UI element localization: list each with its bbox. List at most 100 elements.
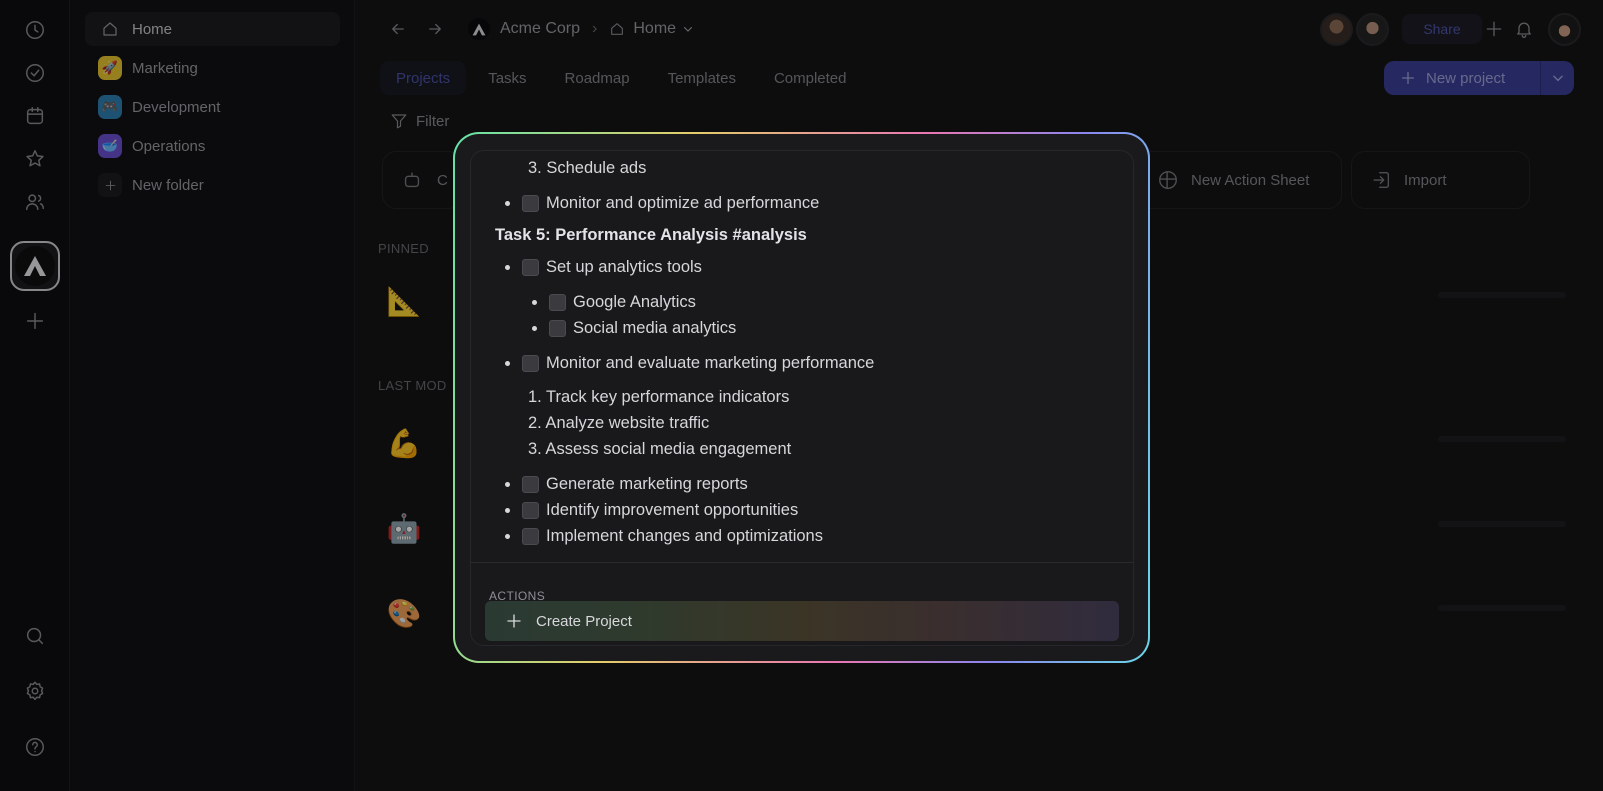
- placeholder-bar: [1438, 521, 1566, 527]
- list-item: Monitor and optimize ad performance: [505, 194, 819, 213]
- plus-icon: [98, 173, 122, 197]
- checkbox[interactable]: [549, 320, 566, 337]
- filter-icon: [391, 114, 407, 129]
- home-icon: [609, 21, 625, 37]
- avatar[interactable]: [1356, 13, 1389, 46]
- card-label: C: [437, 171, 448, 189]
- bell-icon[interactable]: [1512, 17, 1536, 41]
- list-item: Implement changes and optimizations: [505, 527, 823, 546]
- command-modal: 3. Schedule ads Monitor and optimize ad …: [453, 132, 1150, 663]
- plus-icon[interactable]: [1482, 17, 1506, 41]
- list-item: Social media analytics: [532, 319, 736, 338]
- checkbox[interactable]: [549, 294, 566, 311]
- list-item: 3. Schedule ads: [528, 159, 647, 177]
- modal-panel: 3. Schedule ads Monitor and optimize ad …: [470, 150, 1134, 646]
- breadcrumb-workspace[interactable]: Acme Corp: [500, 20, 581, 37]
- checkbox[interactable]: [522, 195, 539, 212]
- new-action-sheet-card[interactable]: New Action Sheet: [1138, 151, 1342, 209]
- home-icon: [98, 17, 122, 41]
- sidebar-item-new-folder[interactable]: New folder: [85, 168, 340, 202]
- check-circle-icon[interactable]: [20, 58, 50, 88]
- list-item: Monitor and evaluate marketing performan…: [505, 354, 874, 373]
- plus-icon: [1400, 70, 1416, 86]
- project-icon[interactable]: 🤖: [386, 512, 422, 544]
- list-item: Google Analytics: [532, 293, 696, 312]
- placeholder-bar: [1438, 292, 1566, 298]
- plus-icon[interactable]: [20, 306, 50, 336]
- task-heading: Task 5: Performance Analysis #analysis: [495, 226, 807, 244]
- chevron-right-icon: ›: [592, 20, 598, 37]
- card-label: New Action Sheet: [1191, 171, 1310, 189]
- list-item: Set up analytics tools: [505, 258, 702, 277]
- chevron-down-icon[interactable]: [1540, 61, 1574, 95]
- rocket-icon: 🚀: [98, 56, 122, 80]
- chevron-down-icon[interactable]: [682, 23, 694, 35]
- actions-label: ACTIONS: [489, 589, 546, 603]
- sheet-icon: [1159, 171, 1177, 189]
- user-avatar[interactable]: [1548, 13, 1581, 46]
- breadcrumb-page[interactable]: Home: [633, 20, 677, 37]
- sidebar-item-label: Operations: [132, 137, 206, 155]
- clock-icon[interactable]: [20, 15, 50, 45]
- tab-roadmap[interactable]: Roadmap: [564, 69, 630, 87]
- tab-bar: Projects Tasks Roadmap Templates Complet…: [380, 61, 863, 95]
- list-item: 2. Analyze website traffic: [528, 414, 710, 432]
- placeholder-bar: [1438, 605, 1566, 611]
- sidebar-item-development[interactable]: 🎮 Development: [85, 90, 340, 124]
- users-icon[interactable]: [20, 187, 50, 217]
- tab-completed[interactable]: Completed: [773, 69, 847, 87]
- list-item: Identify improvement opportunities: [505, 501, 798, 520]
- list-item: 1. Track key performance indicators: [528, 388, 790, 406]
- breadcrumb: Acme Corp › Home: [468, 18, 694, 40]
- placeholder-bar: [1438, 436, 1566, 442]
- checkbox[interactable]: [522, 355, 539, 372]
- tab-tasks[interactable]: Tasks: [488, 69, 527, 87]
- list-item: Generate marketing reports: [505, 475, 748, 494]
- checkbox[interactable]: [522, 502, 539, 519]
- project-icon[interactable]: 🎨: [386, 597, 422, 629]
- divider: [471, 562, 1133, 563]
- checkbox[interactable]: [522, 528, 539, 545]
- workspace-logo[interactable]: [10, 241, 60, 291]
- project-icon[interactable]: 💪: [386, 427, 422, 459]
- forward-arrow-icon[interactable]: [423, 17, 447, 41]
- tab-templates[interactable]: Templates: [667, 69, 736, 87]
- star-icon[interactable]: [20, 144, 50, 174]
- sidebar-item-label: Marketing: [132, 59, 198, 77]
- filter-button[interactable]: Filter: [390, 112, 449, 130]
- help-icon[interactable]: [20, 732, 50, 762]
- quick-action-card[interactable]: C: [382, 151, 462, 209]
- sidebar-item-home[interactable]: Home: [85, 12, 340, 46]
- avatar[interactable]: [1320, 13, 1353, 46]
- sidebar-item-label: New folder: [132, 176, 204, 194]
- sidebar-item-label: Home: [132, 20, 173, 38]
- project-icon[interactable]: 📐: [386, 285, 422, 317]
- checkbox[interactable]: [522, 259, 539, 276]
- new-project-button[interactable]: New project: [1384, 61, 1574, 95]
- pinned-label: PINNED: [378, 241, 429, 256]
- workspace-logo-icon: [468, 18, 490, 40]
- share-button[interactable]: Share: [1402, 14, 1482, 44]
- tab-projects[interactable]: Projects: [380, 61, 467, 95]
- search-icon[interactable]: [20, 621, 50, 651]
- create-project-label: Create Project: [536, 612, 632, 630]
- settings-icon[interactable]: [20, 676, 50, 706]
- plus-icon: [507, 614, 521, 628]
- sidebar: Home 🚀 Marketing 🎮 Development 🥣 Operati…: [70, 0, 355, 791]
- sidebar-item-marketing[interactable]: 🚀 Marketing: [85, 51, 340, 85]
- last-modified-label: LAST MOD: [378, 378, 447, 393]
- logo-icon: [15, 246, 55, 286]
- checkbox[interactable]: [522, 476, 539, 493]
- calendar-icon[interactable]: [20, 101, 50, 131]
- top-bar: Acme Corp › Home Share: [356, 0, 1603, 58]
- import-card[interactable]: Import: [1351, 151, 1530, 209]
- sidebar-item-operations[interactable]: 🥣 Operations: [85, 129, 340, 163]
- list-item: 3. Assess social media engagement: [528, 440, 792, 458]
- card-label: Import: [1404, 171, 1447, 189]
- create-project-button[interactable]: Create Project: [485, 601, 1119, 641]
- task-list: 3. Schedule ads Monitor and optimize ad …: [471, 151, 1133, 563]
- back-arrow-icon[interactable]: [386, 17, 410, 41]
- filter-label: Filter: [416, 112, 450, 130]
- sidebar-item-label: Development: [132, 98, 221, 116]
- icon-rail: [0, 0, 70, 791]
